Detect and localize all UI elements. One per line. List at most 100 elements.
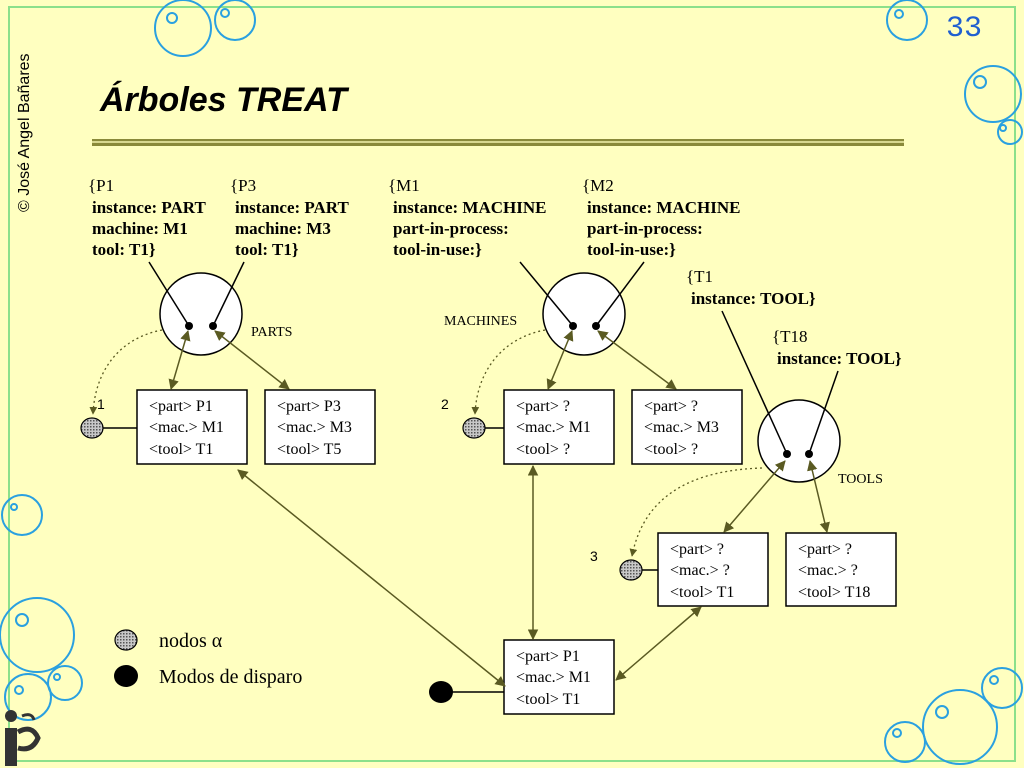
- svg-text:instance: TOOL}: instance: TOOL}: [777, 349, 902, 368]
- node-number-1: 1: [97, 396, 105, 412]
- token-line: <mac.> M1: [516, 419, 591, 436]
- machines-memory: MACHINES: [444, 261, 645, 356]
- token-line: <mac.> ?: [798, 562, 858, 579]
- svg-text:tool-in-use:}: tool-in-use:}: [587, 240, 676, 259]
- token-box-n1b: <part> P3 <mac.> M3 <tool> T5: [264, 389, 376, 465]
- svg-text:<part> ?: <part> ?: [798, 541, 852, 558]
- svg-text:<tool> T5: <tool> T5: [277, 441, 341, 458]
- svg-text:instance: TOOL}: instance: TOOL}: [691, 289, 816, 308]
- token-line: <tool> T18: [798, 584, 870, 601]
- token-line: <tool> T1: [149, 441, 213, 458]
- svg-text:<part> P1: <part> P1: [149, 398, 213, 415]
- svg-text:instance: MACHINE: instance: MACHINE: [587, 198, 740, 217]
- svg-text:{T1: {T1: [686, 267, 713, 286]
- token-line: <tool> T1: [516, 691, 580, 708]
- parts-memory: PARTS: [148, 261, 292, 356]
- token-line: <part> P1: [149, 398, 213, 415]
- svg-text:instance: PART: instance: PART: [235, 198, 349, 217]
- wme-line: instance: PART: [235, 198, 349, 217]
- svg-text:<part> ?: <part> ?: [516, 398, 570, 415]
- wme-t1: {T1 instance: TOOL}: [686, 267, 816, 308]
- svg-text:<mac.> M1: <mac.> M1: [516, 669, 591, 686]
- wme-line: tool-in-use:}: [587, 240, 676, 259]
- svg-text:<part> ?: <part> ?: [670, 541, 724, 558]
- author-credit: © José Angel Bañares: [16, 53, 33, 212]
- alpha-node-2: [462, 417, 504, 439]
- token-line: <part> ?: [798, 541, 852, 558]
- svg-text:<mac.> ?: <mac.> ?: [798, 562, 858, 579]
- token-line: <part> ?: [644, 398, 698, 415]
- conflict-set-box: <part> P1 <mac.> M1 <tool> T1: [503, 639, 615, 715]
- svg-text:machine: M1: machine: M1: [92, 219, 188, 238]
- conflict-node: [429, 681, 504, 703]
- token-line: <mac.> M3: [277, 419, 352, 436]
- token-box-n2b: <part> ? <mac.> M3 <tool> ?: [631, 389, 743, 465]
- wme-line: part-in-process:: [393, 219, 509, 238]
- wme-line: instance: TOOL}: [691, 289, 816, 308]
- svg-text:instance: MACHINE: instance: MACHINE: [393, 198, 546, 217]
- legend-alpha-nodes-label: nodos α: [159, 630, 223, 652]
- token-line: <part> P1: [516, 648, 580, 665]
- svg-text:<mac.> M1: <mac.> M1: [149, 419, 224, 436]
- svg-text:{M1: {M1: [388, 176, 420, 195]
- svg-text:instance: PART: instance: PART: [92, 198, 206, 217]
- title-rule-highlight: [92, 141, 904, 143]
- wme-line: tool: T1}: [92, 240, 156, 259]
- wme-line: machine: M1: [92, 219, 188, 238]
- machines-memory-label: MACHINES: [444, 314, 517, 329]
- svg-text:<mac.> M1: <mac.> M1: [516, 419, 591, 436]
- svg-text:<part> P3: <part> P3: [277, 398, 341, 415]
- token-line: <mac.> M1: [149, 419, 224, 436]
- legend: nodos α Modos de disparo: [114, 629, 302, 688]
- token-line: <tool> T5: [277, 441, 341, 458]
- svg-text:tool: T1}: tool: T1}: [235, 240, 299, 259]
- svg-text:<mac.> M3: <mac.> M3: [644, 419, 719, 436]
- wme-line: tool: T1}: [235, 240, 299, 259]
- wme-line: {P3: [230, 176, 256, 195]
- wme-line: instance: TOOL}: [777, 349, 902, 368]
- svg-text:<tool> T1: <tool> T1: [149, 441, 213, 458]
- node-number-3: 3: [590, 548, 598, 564]
- wme-t18: {T18 instance: TOOL}: [772, 327, 902, 368]
- svg-text:<tool> T1: <tool> T1: [670, 584, 734, 601]
- svg-text:<tool> ?: <tool> ?: [644, 441, 698, 458]
- wme-p3: {P3 instance: PART machine: M3 tool: T1}: [230, 176, 349, 259]
- legend-fire-mode-symbol: [114, 665, 138, 687]
- wme-line: {M1: [388, 176, 420, 195]
- wme-line: instance: MACHINE: [587, 198, 740, 217]
- wme-line: instance: MACHINE: [393, 198, 546, 217]
- token-line: <tool> ?: [516, 441, 570, 458]
- token-line: <part> P3: [277, 398, 341, 415]
- token-line: <tool> ?: [644, 441, 698, 458]
- corner-logo: [5, 710, 41, 766]
- wme-line: instance: PART: [92, 198, 206, 217]
- slide-frame: [8, 6, 1016, 762]
- svg-text:tool: T1}: tool: T1}: [92, 240, 156, 259]
- svg-text:<tool> ?: <tool> ?: [516, 441, 570, 458]
- alpha-node-3: [619, 559, 658, 581]
- token-box-n2a: <part> ? <mac.> M1 <tool> ?: [503, 389, 615, 465]
- wme-line: part-in-process:: [587, 219, 703, 238]
- tools-memory-label: TOOLS: [838, 472, 883, 487]
- svg-text:<tool> T1: <tool> T1: [516, 691, 580, 708]
- wme-line: {T1: [686, 267, 713, 286]
- svg-text:{P3: {P3: [230, 176, 256, 195]
- page-title: Árboles TREAT: [99, 81, 350, 119]
- svg-text:<tool> T18: <tool> T18: [798, 584, 870, 601]
- activation-arrows: [89, 329, 763, 557]
- token-line: <part> ?: [516, 398, 570, 415]
- token-box-n3b: <part> ? <mac.> ? <tool> T18: [785, 532, 897, 607]
- parts-memory-label: PARTS: [251, 325, 292, 340]
- svg-text:part-in-process:: part-in-process:: [587, 219, 703, 238]
- wme-line: {P1: [88, 176, 114, 195]
- svg-text:part-in-process:: part-in-process:: [393, 219, 509, 238]
- svg-text:{T18: {T18: [772, 327, 808, 346]
- svg-text:<part> P1: <part> P1: [516, 648, 580, 665]
- token-box-n1a: <part> P1 <mac.> M1 <tool> T1: [136, 389, 248, 465]
- alpha-node-1: [80, 417, 137, 439]
- token-line: <mac.> M3: [644, 419, 719, 436]
- svg-text:<mac.> M3: <mac.> M3: [277, 419, 352, 436]
- wme-m1: {M1 instance: MACHINE part-in-process: t…: [388, 176, 546, 259]
